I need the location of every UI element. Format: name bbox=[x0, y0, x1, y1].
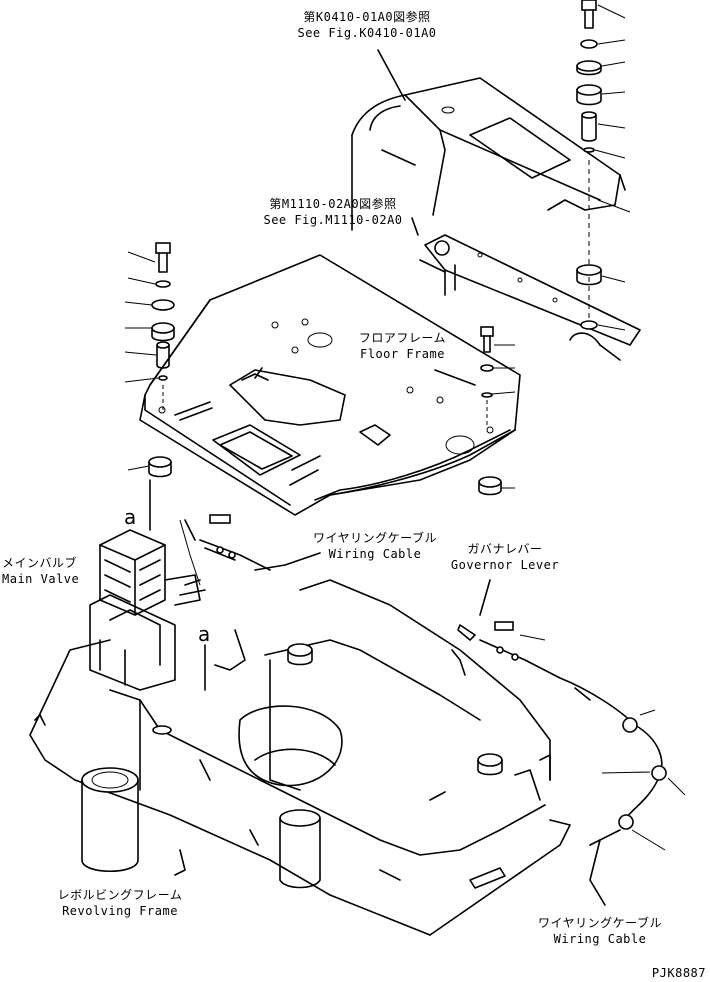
main-valve-label-en: Main Valve bbox=[2, 572, 80, 586]
leader-lines bbox=[149, 49, 606, 906]
wiring-cable-1-label-en: Wiring Cable bbox=[328, 547, 422, 561]
governor-lever-label-jp: ガバナレバー bbox=[467, 542, 543, 556]
main-valve bbox=[89, 529, 206, 691]
revolving-frame bbox=[29, 579, 571, 936]
drawing-code: PJK8887 bbox=[651, 966, 706, 980]
ref2-label-en: See Fig.M1110-02A0 bbox=[263, 213, 403, 227]
fastener-stack-floor bbox=[478, 326, 516, 496]
revolving-frame-label-en: Revolving Frame bbox=[62, 904, 178, 918]
fastener-stack-left bbox=[124, 242, 175, 478]
cab-assembly bbox=[351, 77, 626, 231]
reference-mark-a-lower: a bbox=[198, 622, 211, 646]
revolving-frame-label-jp: レボルビングフレーム bbox=[57, 888, 183, 902]
floor-rail bbox=[424, 234, 641, 361]
wiring-cable-2-label-jp: ワイヤリングケーブル bbox=[538, 916, 662, 930]
wiring-cable-1-label-jp: ワイヤリングケーブル bbox=[313, 531, 437, 545]
fastener-stack-right bbox=[576, 0, 631, 331]
floor-frame-label-jp: フロアフレーム bbox=[358, 331, 447, 345]
ref2-label-jp: 第M1110-02A0図参照 bbox=[269, 197, 397, 211]
ref1-label-jp: 第K0410-01A0図参照 bbox=[303, 10, 431, 24]
reference-mark-a-upper: a bbox=[124, 505, 137, 529]
ref1-label-en: See Fig.K0410-01A0 bbox=[297, 26, 437, 40]
governor-lever-label-en: Governor Lever bbox=[450, 558, 560, 572]
floor-frame-plate bbox=[139, 254, 521, 516]
wiring-cable-2-label-en: Wiring Cable bbox=[553, 932, 647, 946]
main-valve-label-jp: メインバルブ bbox=[2, 556, 78, 570]
floor-frame-label-en: Floor Frame bbox=[360, 347, 445, 361]
governor-cable bbox=[451, 621, 686, 851]
wiring-cable-1 bbox=[179, 514, 271, 586]
